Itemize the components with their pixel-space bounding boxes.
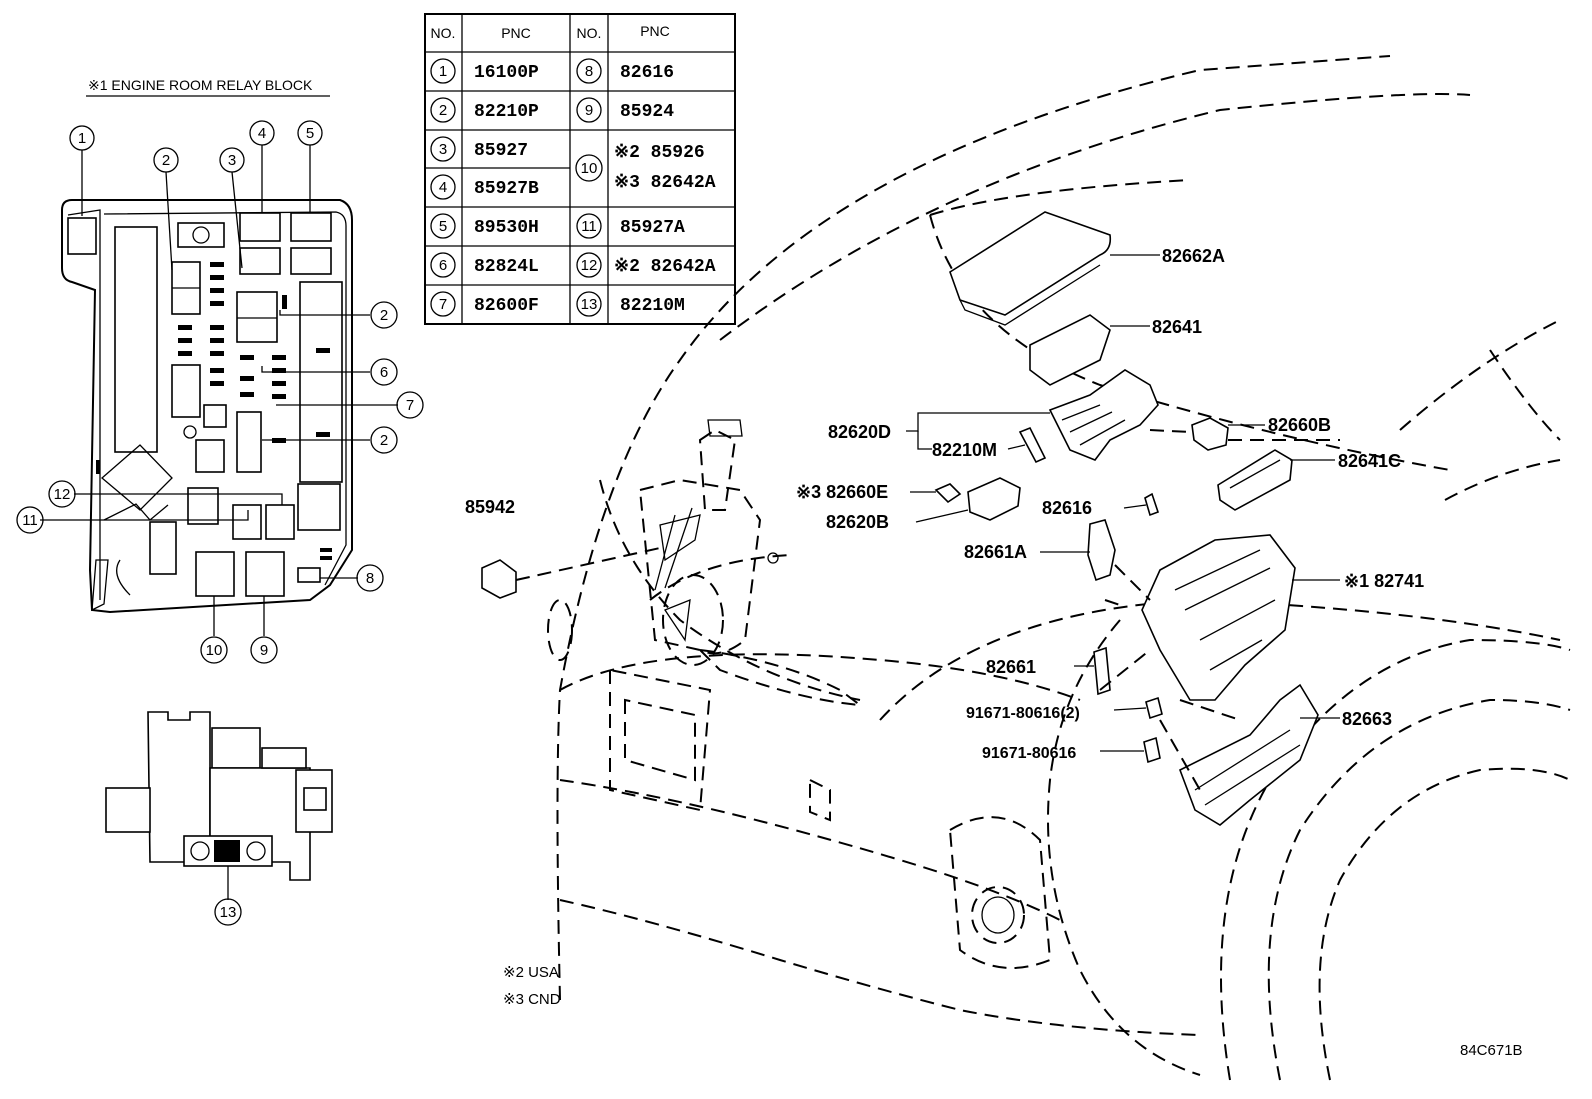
- svg-text:6: 6: [380, 364, 388, 381]
- callout-1: 1: [69, 125, 95, 151]
- callout-3: 3: [219, 147, 245, 173]
- callout-5: 5: [297, 120, 323, 146]
- callout-2-low: 2: [370, 426, 398, 454]
- relay-block-title: ※1 ENGINE ROOM RELAY BLOCK: [88, 77, 313, 93]
- part-labels: 82662A 82641 82620D 82210M 82660B 82641C…: [465, 246, 1424, 762]
- part-label-82616: 82616: [1042, 498, 1092, 518]
- table-row-no: 9: [585, 102, 593, 119]
- table-cell-pnc: 82616: [620, 63, 674, 83]
- table-row-no: 10: [581, 160, 598, 177]
- header-pnc-2: PNC: [640, 23, 670, 39]
- svg-text:12: 12: [54, 486, 71, 503]
- part-label-82662A: 82662A: [1162, 246, 1225, 266]
- table-row-no: 3: [439, 141, 447, 158]
- table-cell-pnc: 82824L: [474, 257, 539, 277]
- part-label-82663: 82663: [1342, 709, 1392, 729]
- part-label-82620B: 82620B: [826, 512, 889, 532]
- callout-12: 12: [48, 480, 76, 508]
- relay-block-leaders: [40, 145, 398, 636]
- table-row-no: 11: [581, 218, 597, 235]
- vehicle-front-outline: [547, 55, 1571, 1081]
- svg-text:10: 10: [206, 642, 223, 659]
- part-label-82641C: 82641C: [1338, 451, 1401, 471]
- svg-text:5: 5: [306, 125, 314, 142]
- table-row-no: 8: [585, 63, 593, 80]
- table-row-no: 7: [439, 296, 447, 313]
- callout-2-top: 2: [153, 147, 179, 173]
- part-label-91671-80616-2: 91671-80616(2): [966, 705, 1080, 722]
- note-cnd: ※3 CND: [503, 991, 561, 1008]
- part-label-82741: ※1 82741: [1344, 571, 1424, 591]
- table-cell-pnc: 89530H: [474, 218, 539, 238]
- callout-2-mid: 2: [370, 301, 398, 329]
- svg-text:7: 7: [406, 397, 414, 414]
- callout-10: 10: [200, 636, 228, 664]
- table-cell-pnc: 82600F: [474, 296, 539, 316]
- header-pnc-1: PNC: [501, 25, 531, 41]
- svg-text:4: 4: [258, 125, 266, 142]
- part-drawings: [481, 211, 1319, 826]
- table-row-no: 1: [439, 63, 447, 80]
- svg-text:2: 2: [380, 307, 388, 324]
- part-label-82210M: 82210M: [932, 440, 997, 460]
- header-no-2: NO.: [577, 25, 602, 41]
- table-cell-pnc: 82210M: [620, 296, 685, 316]
- part-label-91671-80616: 91671-80616: [982, 745, 1076, 762]
- callout-13: 13: [214, 898, 242, 926]
- callout-9: 9: [250, 636, 278, 664]
- table-row-no: 6: [439, 257, 447, 274]
- part-label-85942: 85942: [465, 497, 515, 517]
- table-cell-pnc: ※2 82642A: [614, 257, 716, 277]
- table-cell-pnc: 85927A: [620, 218, 685, 238]
- callout-6: 6: [370, 358, 398, 386]
- table-row-no: 12: [581, 257, 598, 274]
- svg-text:2: 2: [162, 152, 170, 169]
- callout-11: 11: [16, 506, 44, 534]
- part-leaders: [515, 254, 1340, 791]
- svg-text:2: 2: [380, 432, 388, 449]
- table-cell-pnc: 85927: [474, 141, 528, 161]
- callout-7: 7: [396, 391, 424, 419]
- note-usa: ※2 USA: [503, 964, 559, 981]
- callout-4: 4: [249, 120, 275, 146]
- figure-id: 84C671B: [1460, 1042, 1523, 1059]
- header-no-1: NO.: [431, 25, 456, 41]
- svg-text:13: 13: [220, 904, 237, 921]
- relay-13-drawing: [105, 711, 333, 900]
- pnc-table: NO. PNC NO. PNC 1 2 3 4 5 6 7 8 9 10 11 …: [424, 13, 736, 325]
- svg-text:11: 11: [22, 512, 38, 529]
- table-cell-pnc: 85927B: [474, 179, 539, 199]
- table-row-no: 13: [581, 296, 598, 313]
- svg-text:1: 1: [78, 130, 86, 147]
- svg-text:8: 8: [366, 570, 374, 587]
- part-label-82661A: 82661A: [964, 542, 1027, 562]
- part-label-82660B: 82660B: [1268, 415, 1331, 435]
- table-row-no: 2: [439, 102, 447, 119]
- table-cell-pnc: 82210P: [474, 102, 539, 122]
- callout-circles: 1 2 3 4 5 2 6 7 2 12 11 8 10 9: [16, 120, 424, 664]
- engine-room-relay-block: [61, 199, 353, 614]
- part-label-82620D: 82620D: [828, 422, 891, 442]
- table-cell-pnc: 85924: [620, 102, 674, 122]
- table-cell-pnc: ※2 85926: [614, 143, 705, 163]
- part-label-82661: 82661: [986, 657, 1036, 677]
- part-label-82660E: ※3 82660E: [796, 482, 888, 502]
- svg-text:9: 9: [260, 642, 268, 659]
- callout-8: 8: [356, 564, 384, 592]
- table-row-no: 5: [439, 218, 447, 235]
- table-row-no: 4: [439, 179, 447, 196]
- table-cell-pnc: 16100P: [474, 63, 539, 83]
- svg-text:3: 3: [228, 152, 236, 169]
- table-cell-pnc: ※3 82642A: [614, 173, 716, 193]
- part-label-82641: 82641: [1152, 317, 1202, 337]
